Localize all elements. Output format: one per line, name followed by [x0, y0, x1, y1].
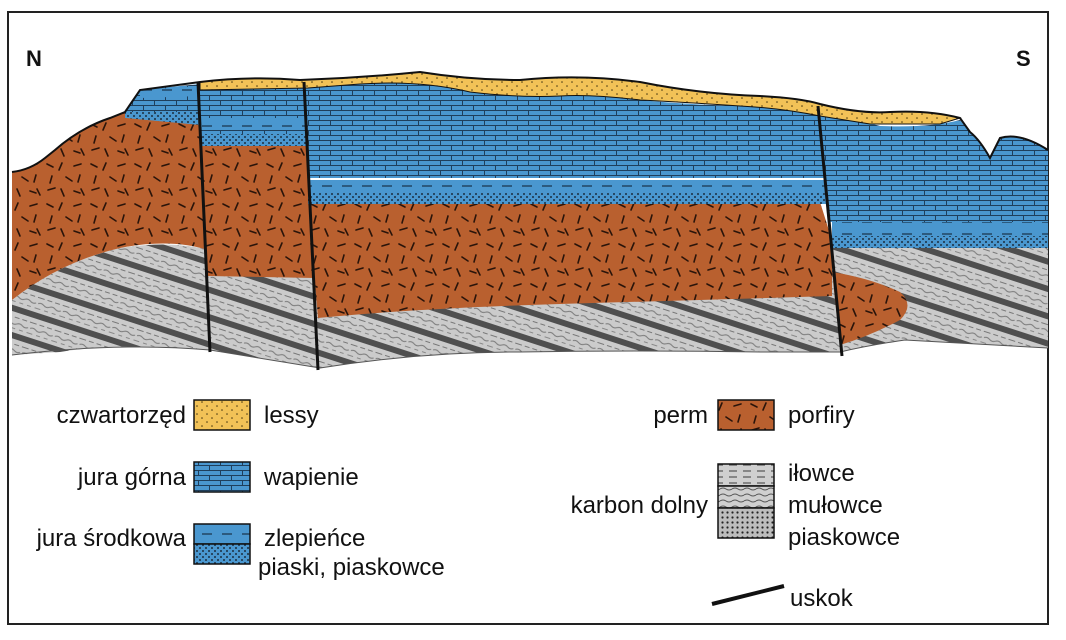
fault-1 — [196, 81, 212, 353]
layer-middle-jurassic-sand-left — [125, 112, 200, 125]
swatch-fault-line — [711, 584, 785, 606]
direction-south: S — [1016, 46, 1031, 71]
legend-fault-label: uskok — [790, 585, 853, 612]
legend-permian-rock: porfiry — [788, 402, 855, 429]
legend-carboniferous-rock-2: mułowce — [788, 492, 883, 519]
layer-porphyry-middle-left — [200, 146, 314, 278]
layer-limestone-center — [308, 81, 828, 178]
layer-porphyry-lens — [832, 272, 908, 345]
swatch-sandstone-grey — [717, 507, 775, 539]
layer-conglomerate-graben — [200, 118, 308, 130]
layer-sand-center — [308, 192, 828, 204]
layer-sand-right — [832, 236, 1048, 248]
section-bottom — [11, 339, 1049, 369]
direction-north: N — [26, 46, 42, 71]
legend-permian-period: perm — [653, 402, 708, 429]
swatch-loess — [193, 399, 251, 431]
legend-carboniferous-rock-3: piaskowce — [788, 524, 901, 551]
swatch-claystone — [717, 463, 775, 487]
legend-carboniferous-period: karbon dolny — [570, 492, 708, 519]
swatch-sandstone-blue — [193, 543, 251, 565]
cross-section — [11, 70, 1049, 371]
legend-middle-jurassic-rock-2: piaski, piaskowce — [258, 554, 445, 581]
legend-quaternary-rock: lessy — [264, 402, 319, 429]
swatch-porphyry — [717, 399, 775, 431]
fault-3 — [816, 105, 844, 357]
swatch-mudstone — [717, 485, 775, 509]
layer-limestone-right — [820, 110, 1048, 222]
layer-conglomerate-center — [308, 180, 828, 192]
layer-porphyry-left — [12, 112, 208, 300]
layer-porphyry-center — [308, 202, 832, 318]
layer-conglomerate-right — [832, 222, 1048, 236]
legend-upper-jurassic-period: jura górna — [77, 464, 186, 491]
fault-2 — [302, 81, 320, 371]
legend-middle-jurassic-rock-1: zlepieńce — [264, 525, 366, 552]
section-outline — [11, 70, 1049, 173]
legend-middle-jurassic-period: jura środkowa — [36, 525, 186, 552]
layer-middle-jurassic-sand-graben — [200, 134, 308, 146]
swatch-limestone — [193, 461, 251, 493]
legend-carboniferous-rock-1: iłowce — [788, 460, 855, 487]
legend-upper-jurassic-rock: wapienie — [264, 464, 359, 491]
legend-quaternary-period: czwartorzęd — [56, 402, 186, 429]
legend-swatches — [193, 399, 785, 606]
swatch-conglomerate — [193, 523, 251, 545]
